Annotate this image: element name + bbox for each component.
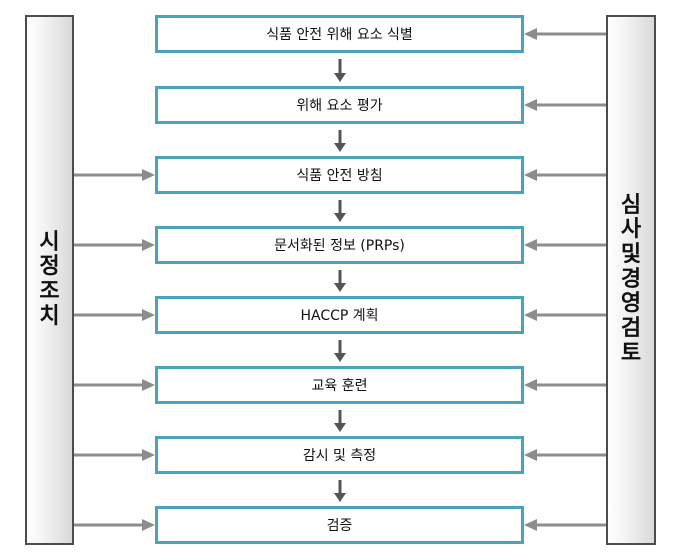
down-arrow-head [334,143,346,152]
step-label: HACCP 계획 [300,308,379,324]
left-arrow-head [142,379,155,391]
step-label: 문서화된 정보 (PRPs) [274,238,405,254]
right-arrow-head [524,379,537,391]
down-arrow-head [334,283,346,292]
down-arrow-head [334,213,346,222]
left-arrow-head [142,169,155,181]
step-food-safety-policy: 식품 안전 방침 [155,156,524,194]
step-training: 교육 훈련 [155,366,524,404]
right-arrow-head [524,309,537,321]
step-verification: 검증 [155,506,524,544]
step-hazard-assessment: 위해 요소 평가 [155,86,524,124]
step-monitoring-measurement: 감시 및 측정 [155,436,524,474]
left-arrow-head [142,239,155,251]
right-arrow-head [524,519,537,531]
step-label: 위해 요소 평가 [296,98,383,114]
right-arrow-head [524,99,537,111]
left-arrow-head [142,519,155,531]
step-documented-information: 문서화된 정보 (PRPs) [155,226,524,264]
step-label: 검증 [326,518,353,534]
right-arrow-head [524,449,537,461]
step-label: 교육 훈련 [311,378,368,394]
down-arrow-head [334,353,346,362]
down-arrow-head [334,493,346,502]
step-label: 감시 및 측정 [302,448,377,464]
right-arrow-head [524,239,537,251]
step-label: 식품 안전 방침 [296,168,383,184]
left-arrow-head [142,449,155,461]
right-arrow-head [524,169,537,181]
down-arrow-head [334,73,346,82]
right-arrow-head [524,28,537,40]
down-arrow-head [334,423,346,432]
step-haccp-plan: HACCP 계획 [155,296,524,334]
left-arrow-head [142,309,155,321]
step-label: 식품 안전 위해 요소 식별 [266,27,413,43]
step-hazard-identification: 식품 안전 위해 요소 식별 [155,15,524,53]
